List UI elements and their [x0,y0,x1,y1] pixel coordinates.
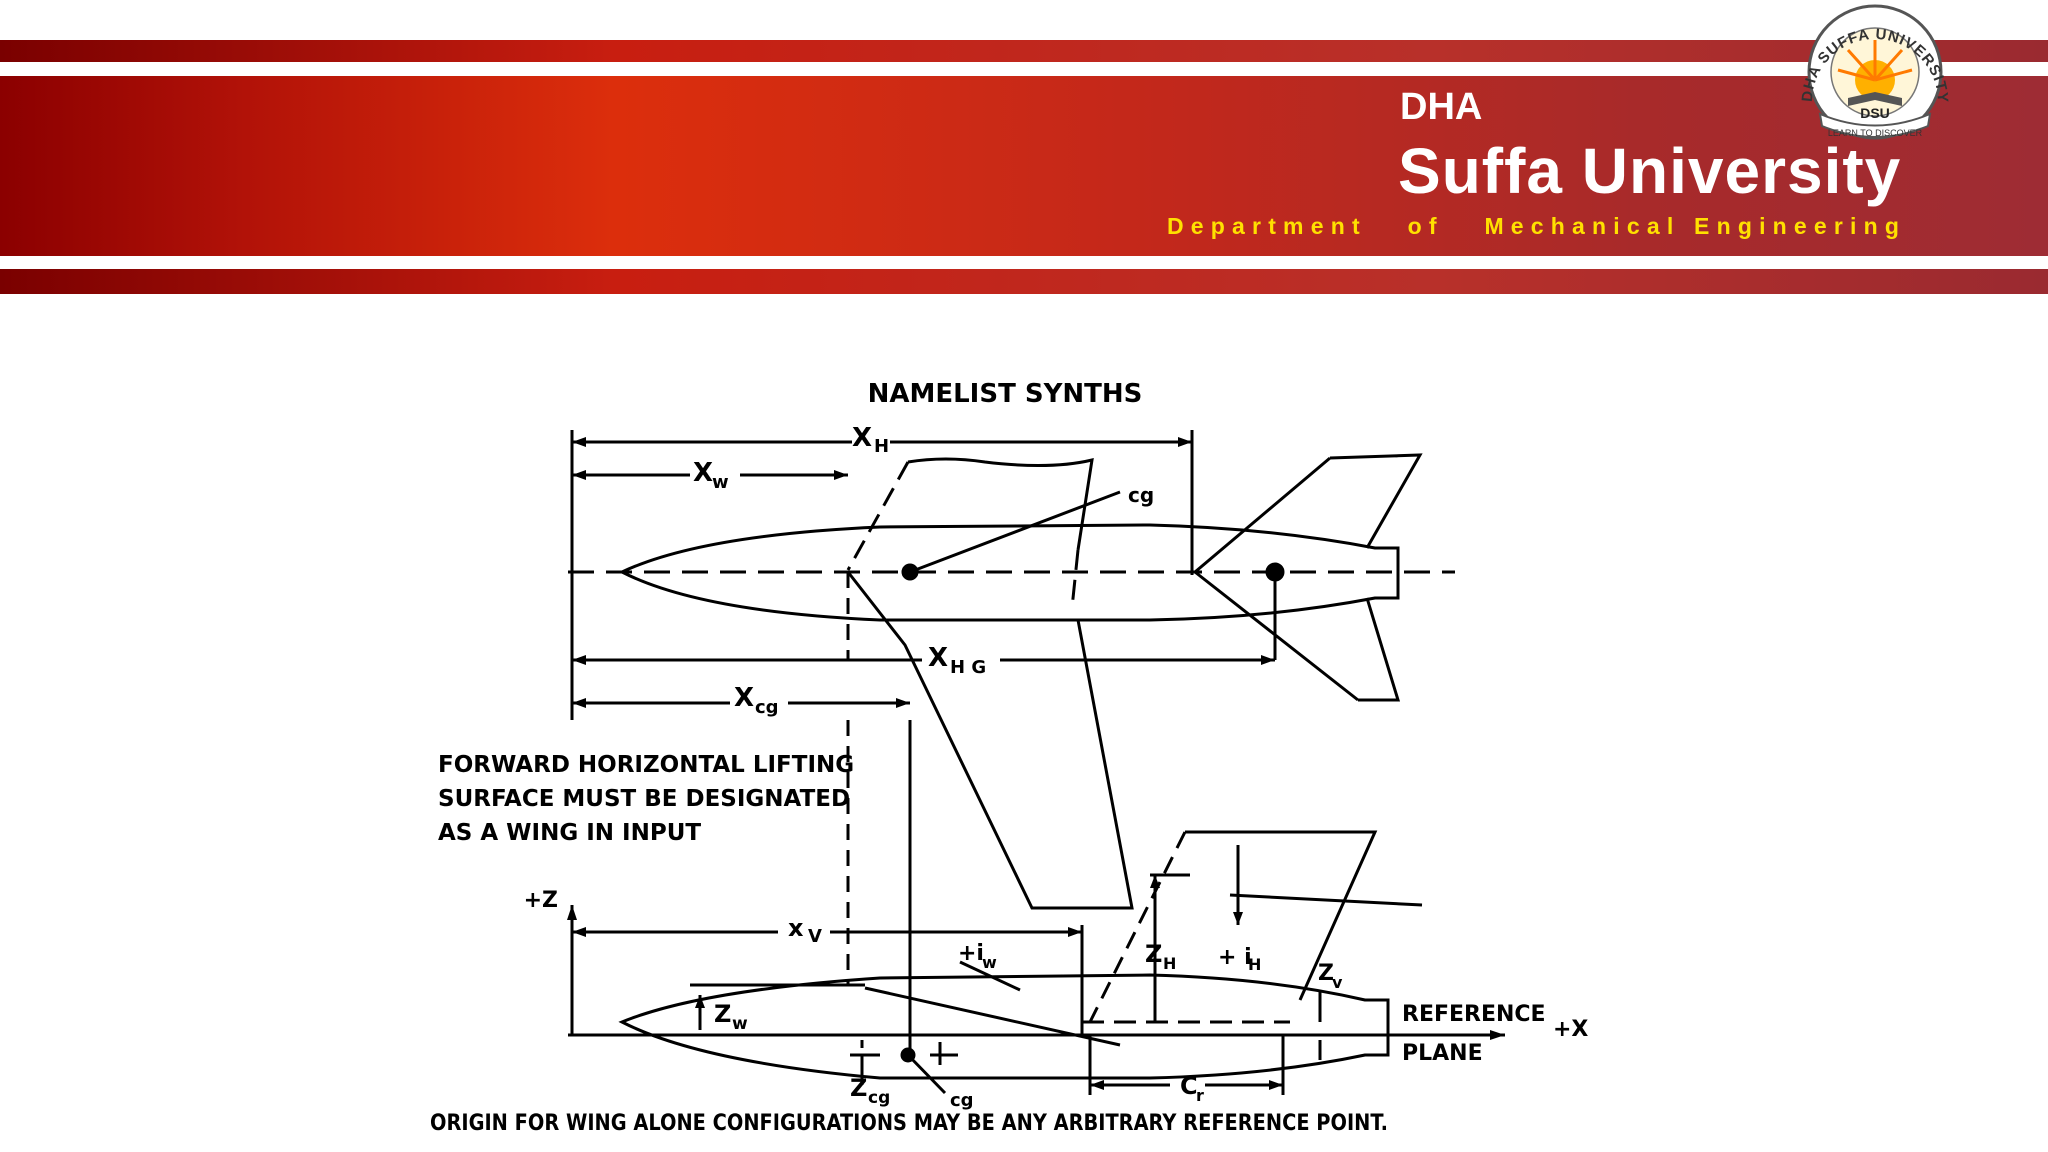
label-xhg: X [928,643,948,673]
university-logo: DHA SUFFA UNIVERSITY DSU LEARN TO DISCOV… [1799,4,1950,140]
label-xcg: X [734,683,754,713]
label-zw-sub: w [732,1014,748,1034]
label-zh-sub: H [1163,954,1176,973]
tail-fin-upper [1329,453,1423,549]
label-zv: Z [1318,961,1334,986]
sun-rays-icon [1837,40,1913,100]
label-ih-sub: H [1248,955,1261,974]
header-thin-band-bottom [0,269,2048,294]
logo-motto: LEARN TO DISCOVER [1828,128,1923,138]
label-zv-sub: v [1332,973,1343,992]
label-zcg-sub: cg [868,1088,890,1108]
label-xw: X [693,458,713,488]
label-cr-sub: r [1196,1086,1204,1105]
label-xh: X [852,423,872,453]
note-line-2: SURFACE MUST BE DESIGNATED [438,786,850,812]
label-xv: x [788,914,804,942]
header-main-band [0,76,2048,256]
label-xcg-sub: cg [755,697,779,718]
wing-top-upper [907,457,1094,551]
wing-top-lower [846,571,1134,910]
tail-fin-lower [1358,597,1401,702]
side-view [567,720,1505,1095]
header-short-name: DHA [1400,86,1483,128]
book-icon [1848,92,1902,106]
label-iw-sub: w [982,953,997,972]
fuselage-side-outline [618,973,1390,1080]
note-line-3: AS A WING IN INPUT [438,820,701,846]
label-zcg: Z [850,1074,867,1102]
header-thin-band-top [0,40,2048,62]
logo-badge: DSU [1860,105,1890,121]
label-xh-sub: H [874,436,889,457]
top-view [568,430,1455,910]
diagram-title: NAMELIST SYNTHS [868,379,1143,409]
label-cg-bottom: cg [950,1090,974,1111]
label-cg-top: cg [1128,483,1154,507]
label-ih: + i [1218,945,1252,970]
label-cr: C [1180,1072,1198,1100]
label-zw: Z [714,1000,731,1028]
header-university-name: Suffa University [1398,135,1902,207]
label-iw: +i [958,941,984,966]
label-xw-sub: w [712,472,729,493]
label-xv-sub: V [808,926,822,947]
label-zh: Z [1145,940,1162,968]
label-xhg-sub: H G [950,657,986,678]
note-line-1: FORWARD HORIZONTAL LIFTING [438,752,854,778]
label-reference: REFERENCE [1402,1002,1546,1027]
fuselage-top-outline [618,523,1400,622]
label-plus-x: +X [1553,1017,1588,1042]
label-plane: PLANE [1402,1041,1483,1066]
diagram-caption: ORIGIN FOR WING ALONE CONFIGURATIONS MAY… [430,1111,1388,1136]
tail-side-outline [1185,830,1378,1001]
header-department: Department of Mechanical Engineering [1167,213,1907,239]
label-plus-z: +Z [524,888,558,913]
